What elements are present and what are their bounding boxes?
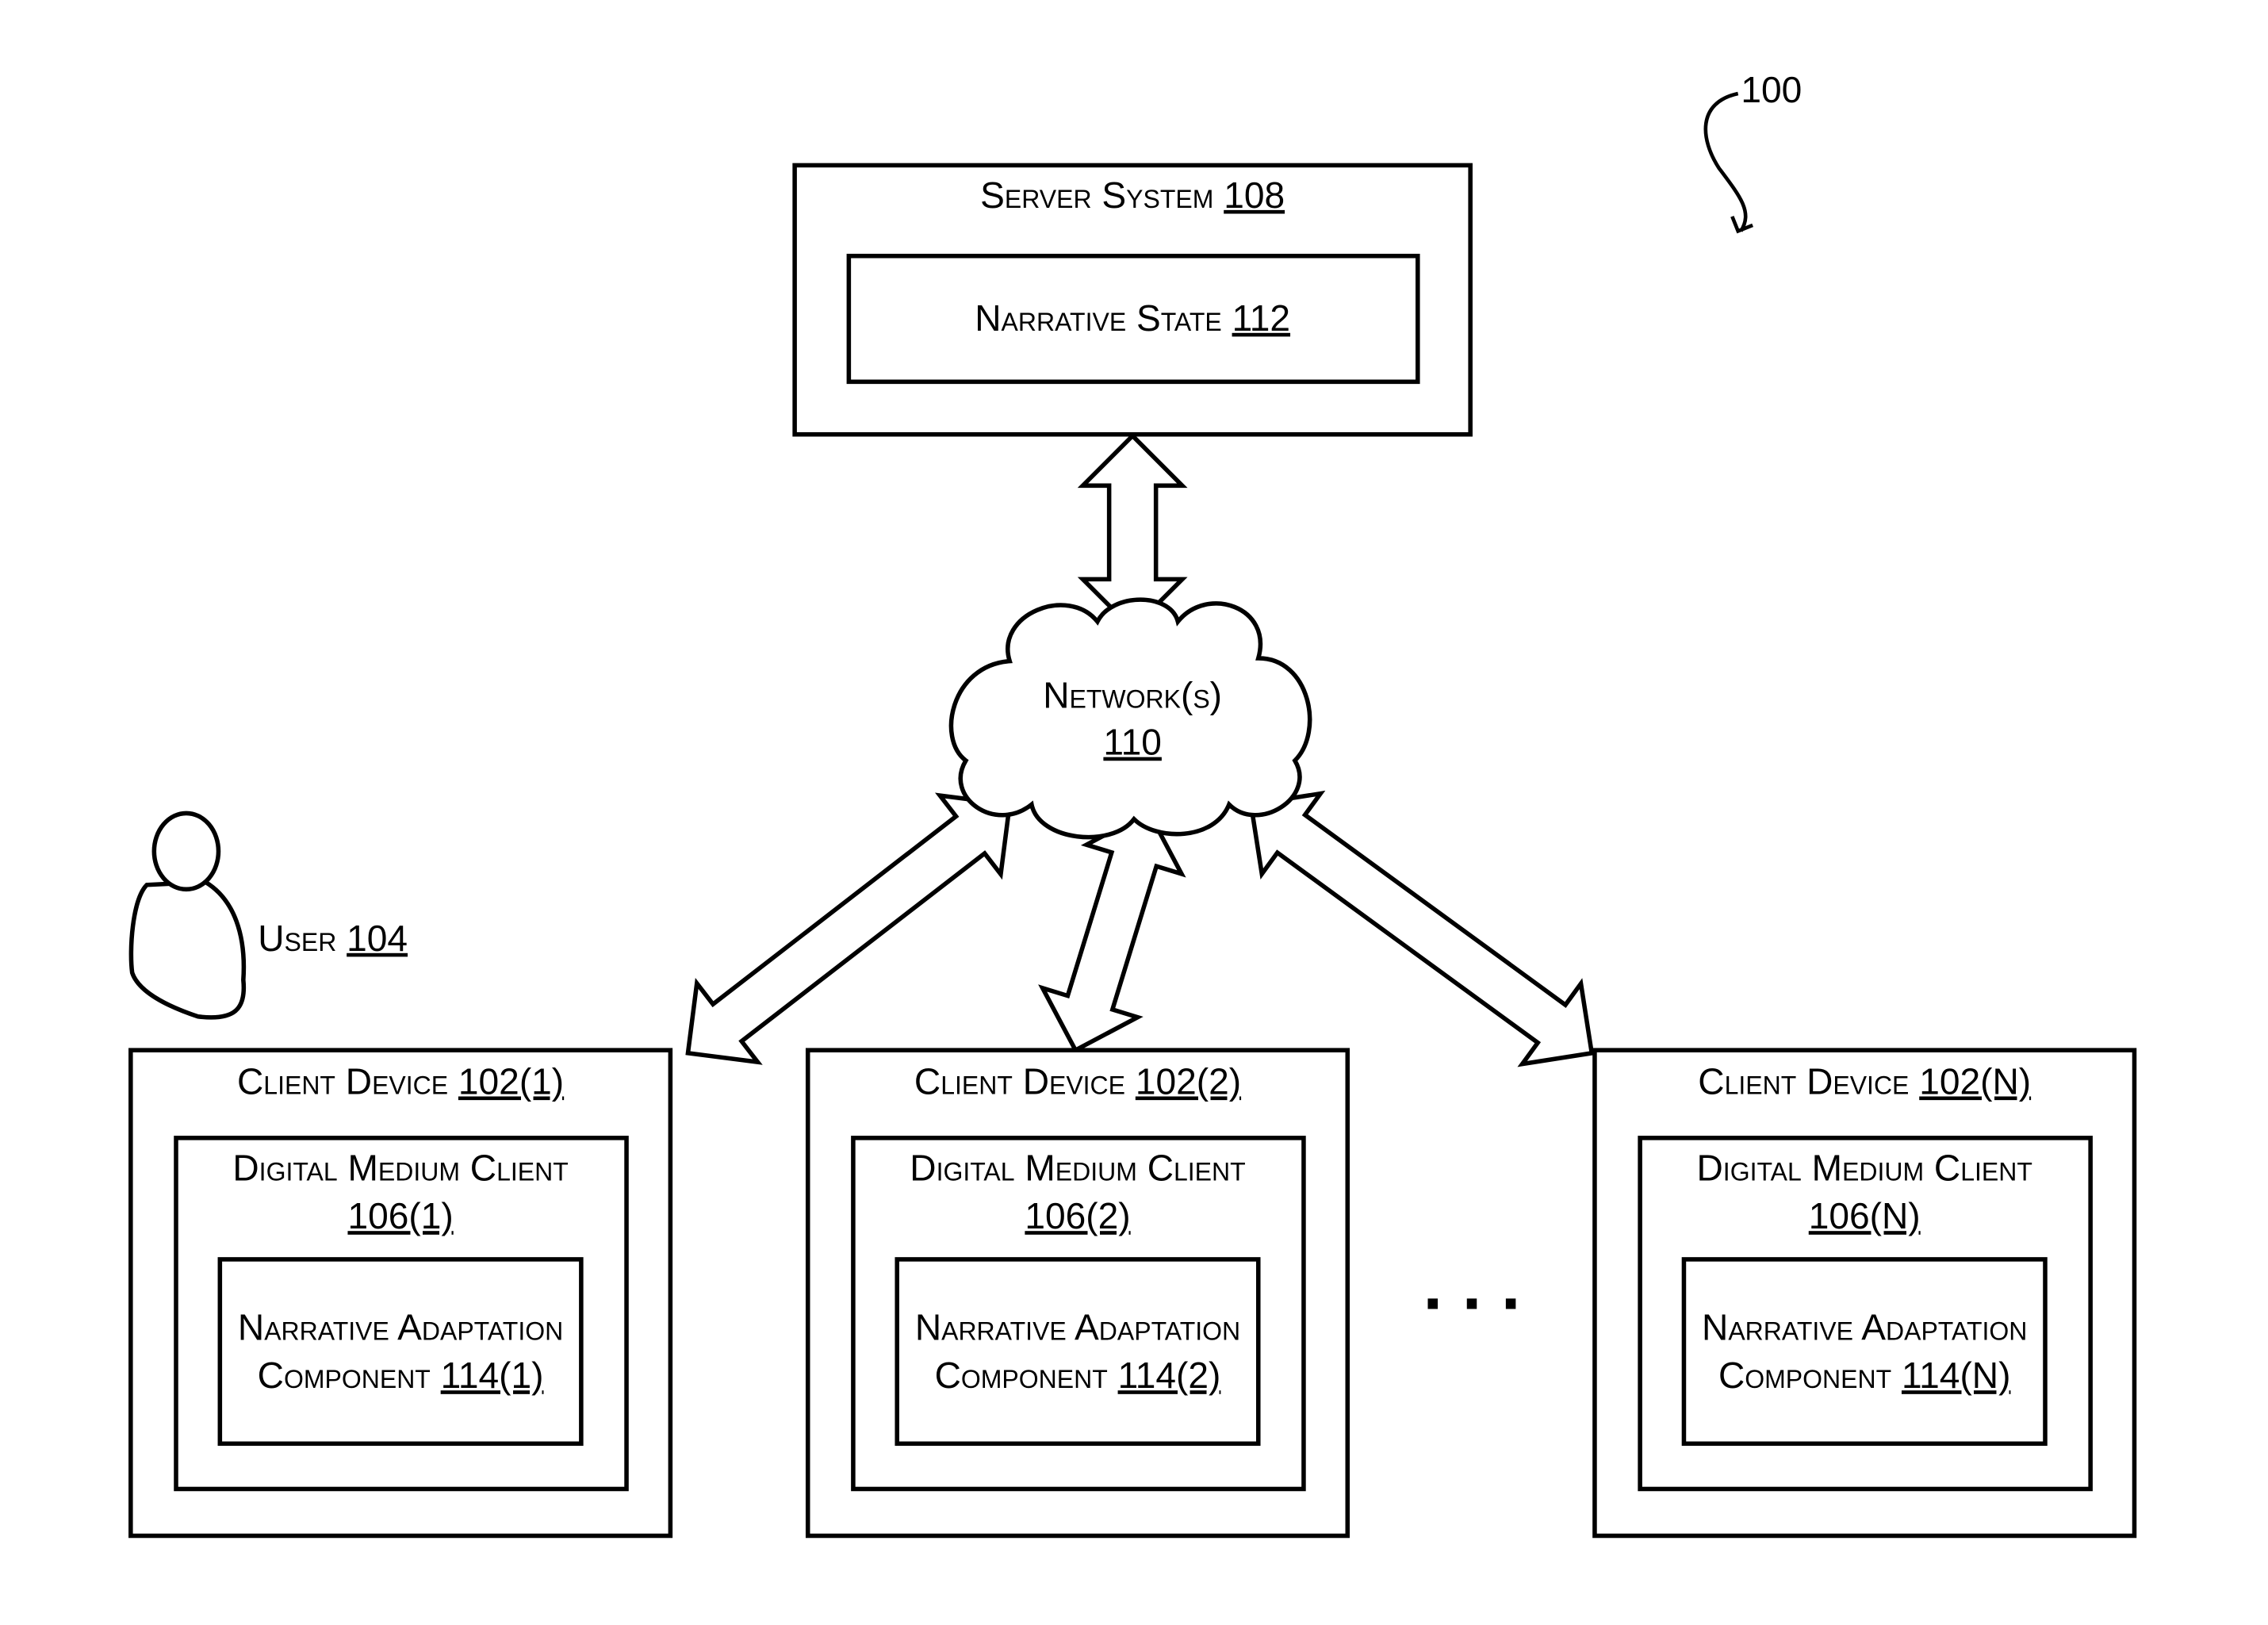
- digital-medium-client-number: 106(2): [1025, 1195, 1130, 1236]
- narrative-adaptation-component-box: [897, 1259, 1259, 1443]
- digital-medium-client-label: Digital Medium Client: [910, 1147, 1245, 1188]
- server-system-label: Server System 108: [980, 174, 1285, 216]
- ellipsis: . . .: [1423, 1246, 1521, 1324]
- component-label: Component 114(N): [1718, 1355, 2010, 1396]
- narrative-adaptation-component-box: [1684, 1259, 2045, 1443]
- client-device-2: Client Device 102(2) Digital Medium Clien…: [808, 1050, 1348, 1535]
- network-client1-arrow: [688, 795, 1009, 1062]
- component-label: Component 114(1): [258, 1355, 544, 1396]
- narrative-adaptation-label: Narrative Adaptation: [238, 1306, 563, 1347]
- network-clientN-arrow: [1251, 794, 1592, 1064]
- narrative-adaptation-label: Narrative Adaptation: [915, 1306, 1240, 1347]
- network-client2-arrow: [1043, 812, 1182, 1051]
- figure-ref-label: 100: [1741, 69, 1802, 110]
- narrative-adaptation-label: Narrative Adaptation: [1702, 1306, 2027, 1347]
- digital-medium-client-number: 106(1): [347, 1195, 453, 1236]
- component-label: Component 114(2): [935, 1355, 1221, 1396]
- narrative-adaptation-component-box: [220, 1259, 581, 1443]
- digital-medium-client-number: 106(N): [1809, 1195, 1921, 1236]
- reference-squiggle: [1706, 94, 1745, 231]
- client-device-label: Client Device 102(1): [237, 1061, 564, 1102]
- network-cloud: [951, 600, 1309, 837]
- user-icon: [131, 813, 243, 1017]
- network-number: 110: [1103, 722, 1161, 763]
- client-device-label: Client Device 102(2): [914, 1061, 1241, 1102]
- narrative-state-label: Narrative State 112: [975, 297, 1290, 339]
- digital-medium-client-label: Digital Medium Client: [232, 1147, 568, 1188]
- network-label: Network(s): [1043, 675, 1222, 716]
- client-device-1: Client Device 102(1) Digital Medium Clien…: [131, 1050, 671, 1535]
- client-device-label: Client Device 102(N): [1698, 1061, 2031, 1102]
- user-label: User 104: [258, 918, 408, 959]
- client-device-3: Client Device 102(N) Digital Medium Clien…: [1595, 1050, 2135, 1535]
- digital-medium-client-label: Digital Medium Client: [1697, 1147, 2032, 1188]
